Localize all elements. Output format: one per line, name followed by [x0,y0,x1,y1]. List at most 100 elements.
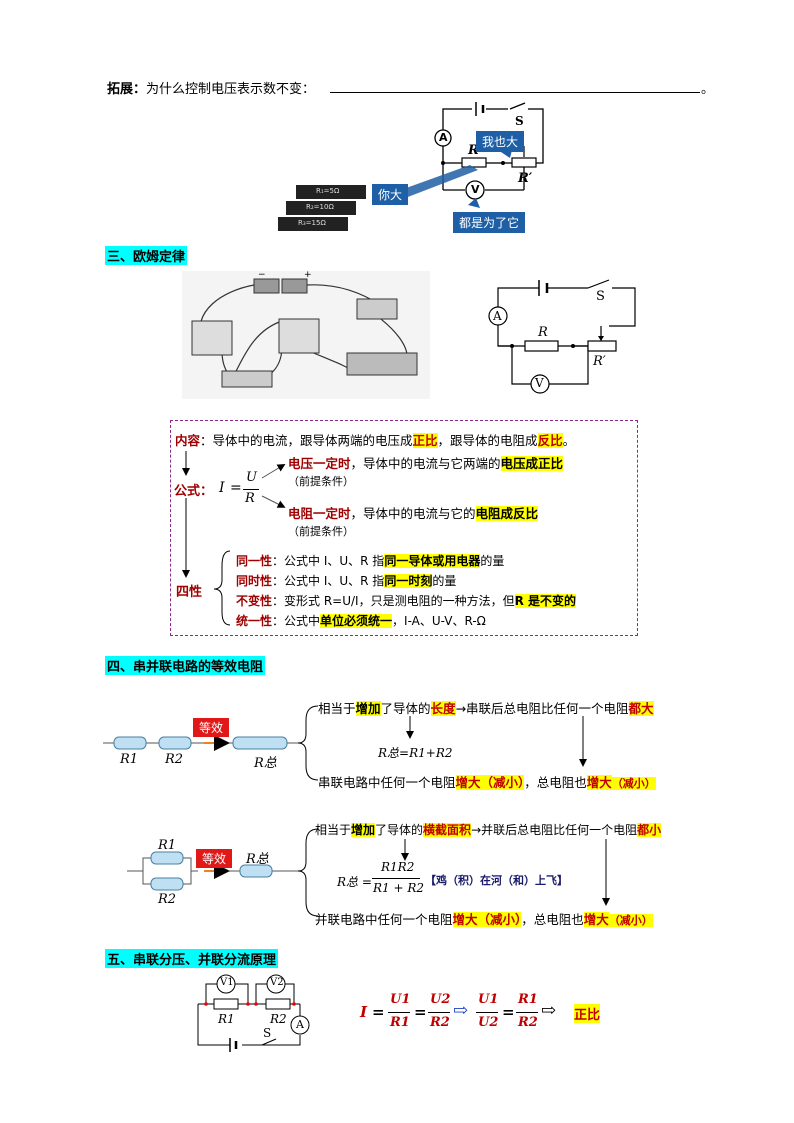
switch-label: S [515,114,524,128]
content-line: 内容：导体中的电流，跟导体两端的电压成正比，跟导体的电阻成反比。 [175,430,575,449]
ammeter-icon [434,129,452,147]
schematic-voltmeter-label: V [535,376,544,390]
series-total-increase: 增大 [586,775,612,790]
ratio-eq-2: = [414,1003,427,1021]
unity-label: 统一性 [236,614,273,628]
series-Rtotal: R总 [254,756,277,771]
formula-row: 公式： [174,480,213,499]
parallel-total-decrease: （减小） [608,914,653,927]
formula-label: 公式： [174,484,214,499]
ratio-bar-4 [516,1012,538,1013]
ratio-eq-1: = [372,1003,385,1021]
ohm-schematic: A V S R R′ [485,270,645,400]
parallel-fraction-bar [372,878,420,879]
parallel-l1c: 了导体的 [375,823,424,837]
ratio-U2-b: U2 [478,1015,499,1030]
ratio-bar-2 [428,1012,450,1013]
ammeter-label: A [439,131,448,144]
resistor-5-label: R₁=5Ω [316,187,340,195]
ratio-arrow-1: ⇨ [453,1000,469,1021]
extension-end: 。 [701,82,715,97]
property-invariance: 不变性：变形式 R=U/I，只是测电阻的一种方法，但R 是不变的 [236,592,577,609]
formula-eq: = [230,480,242,496]
resistor-boxes-icon [278,185,366,231]
plus-label: + [304,270,312,280]
invariance-highlight: R 是不变的 [514,594,577,608]
answer-blank-line[interactable] [330,92,700,93]
formula-U: U [246,470,257,485]
branch-voltage: 电压一定时，导体中的电流与它两端的电压成正比 [288,453,564,472]
content-end: 。 [562,433,576,448]
invariance-text: ：变形式 R=U/I，只是测电阻的一种方法，但 [272,594,515,608]
extension-label: 拓展： [107,82,147,97]
callout-you-big: 你大 [372,184,409,205]
schematic-ammeter-label: A [493,309,502,323]
voltage-proportional: 电压成正比 [500,456,564,471]
precondition-1: （前提条件） [288,475,354,488]
inverse-proportion: 反比 [537,433,563,448]
switch-device-icon [356,298,398,320]
ohm-summary-box [170,420,638,636]
voltmeter-label: V [471,183,480,196]
branch-resistance: 电阻一定时，导体中的电流与它的电阻成反比 [288,503,539,522]
circuit-R1-label: R1 [218,1012,235,1026]
ratio-bar-3 [476,1012,498,1013]
series-increase: 增加 [355,701,381,716]
formula-fraction-bar [243,489,259,490]
simultaneity-text: ：公式中 I、U、R 指 [272,574,385,588]
parallel-mnemonic: 【鸡（积）在河（和）上飞】 [425,874,568,887]
series-formula: R总=R1+R2 [378,746,453,760]
voltmeter-device-icon [278,318,320,354]
simultaneity-label: 同时性 [236,574,273,588]
schematic-R-label: R [538,325,548,340]
extension-question: 拓展：为什么控制电压表示数不变： [107,78,315,97]
identity-end: 的量 [480,554,505,568]
content-label: 内容 [175,433,201,448]
ammeter-icon-2 [488,306,508,326]
parallel-R2: R2 [158,892,177,907]
unity-end: ，I-A、U-V、R-Ω [392,614,486,628]
parallel-line-1: 相当于增加了导体的横截面积→并联后总电阻比任何一个电阻都小 [315,821,662,838]
voltage-divider-circuit: V1 V2 R1 R2 A S [190,968,320,1058]
extension-text: 为什么控制电压表示数不变： [146,82,316,97]
identity-label: 同一性 [236,554,273,568]
series-equivalent-tag: 等效 [193,718,230,737]
property-unity: 统一性：公式中单位必须统一，I-A、U-V、R-Ω [236,612,486,629]
schematic-Rp-label: R′ [593,354,606,369]
voltage-constant: 电压一定时 [288,456,351,471]
series-line-2: 串联电路中任何一个电阻增大（减小），总电阻也增大（减小） [318,772,656,791]
circuit-svg-2 [488,279,636,394]
series-l1a: 相当于 [318,701,356,716]
section-4-title: 四、串并联电路的等效电阻 [105,656,266,675]
ratio-result: 正比 [574,1004,601,1023]
series-l2a: 串联电路中任何一个电阻 [318,775,456,790]
circuit-svg-5 [197,974,310,1052]
ammeter-3-icon [290,1015,310,1035]
rheostat-label: R′ [518,171,533,186]
parallel-all-smaller: 都小 [637,823,662,837]
formula-I: I [219,480,225,496]
voltmeter-1-icon [216,974,236,994]
ratio-formula: I = U1 R1 = U2 R2 ⇨ U1 U2 = R1 R2 ⇨ 正比 [358,990,648,1040]
parallel-l1a: 相当于 [315,823,352,837]
branch-voltage-text: ，导体中的电流与它两端的 [350,456,501,471]
parallel-l1e: →并联后总电阻比任何一个电阻 [471,823,638,837]
series-all-bigger: 都大 [628,701,654,716]
resistor-15-label: R₃=15Ω [298,219,326,227]
parallel-formula-denominator: R1 + R2 [373,881,425,895]
parallel-equivalent-tag: 等效 [196,849,233,868]
series-l2c: ，总电阻也 [524,775,587,790]
series-l1e: →串联后总电阻比任何一个电阻 [455,701,629,716]
voltmeter-icon-2 [530,374,550,394]
unity-text: ：公式中 [272,614,321,628]
series-line-1: 相当于增加了导体的长度→串联后总电阻比任何一个电阻都大 [318,698,654,717]
ratio-I: I [360,1003,368,1021]
minus-label: − [258,270,266,280]
ratio-R2-b: R2 [518,1015,538,1030]
identity-highlight: 同一导体或用电器 [384,554,481,568]
branch-resistance-text: ，导体中的电流与它的 [350,506,476,521]
circuit-S-label: S [263,1026,272,1040]
precondition-2: （前提条件） [288,525,354,538]
